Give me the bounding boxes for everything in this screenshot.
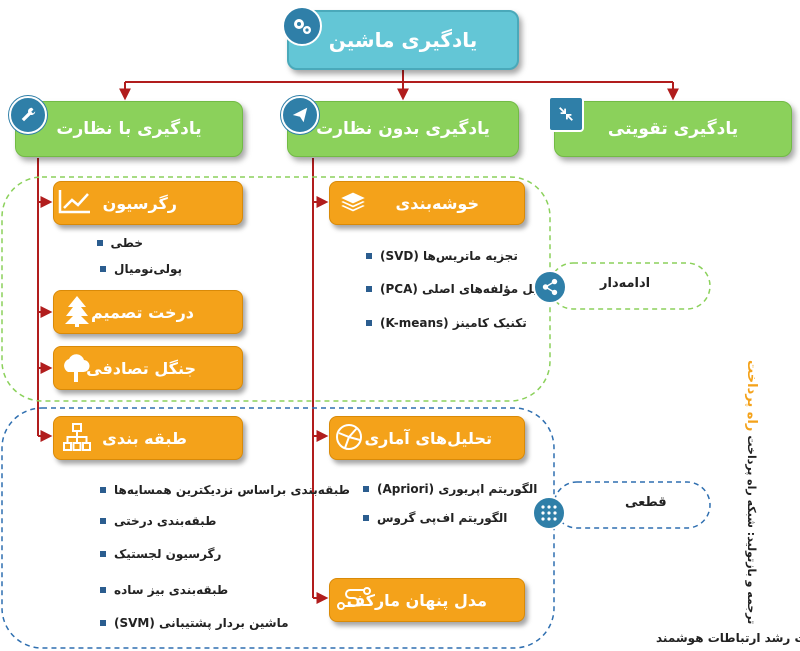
random-forest-label: جنگل تصادفی (86, 358, 196, 378)
trend-chart-icon (58, 188, 92, 218)
credit-company: شرکت رشد ارتباطات هوشمند (656, 631, 800, 645)
list-item: الگوریتم اپریوری (Apriori) (363, 482, 537, 496)
bullet-square (100, 551, 106, 557)
gears-icon (282, 6, 322, 46)
hierarchy-icon (62, 422, 92, 456)
list-item: طبقه‌بندی بیز ساده (100, 583, 228, 597)
bullet-square (100, 587, 106, 593)
list-item: تحلیل مؤلفه‌های اصلی (PCA) (366, 282, 556, 296)
root-node: یادگیری ماشین (287, 10, 519, 70)
flow-path-icon (336, 586, 372, 616)
list-item: تکنیک کامینز (K-means) (366, 316, 527, 330)
shrink-arrows-icon (548, 96, 584, 132)
bullet-square (100, 518, 106, 524)
reinforcement-label: یادگیری تقویتی (607, 119, 739, 139)
regression-label: رگرسیون (102, 193, 177, 213)
supervised-label: یادگیری با نظارت (56, 119, 202, 139)
root-label: یادگیری ماشین (328, 28, 478, 52)
classification-label: طبقه بندی (102, 428, 187, 448)
unsupervised-label: یادگیری بدون نظارت (316, 119, 490, 139)
credit-translation: ترجمه و بازتولید: شبکه راه پرداخت (745, 435, 758, 625)
list-item: ماشین بردار پشتیبانی (SVM) (100, 616, 289, 630)
network-globe-icon (333, 421, 365, 457)
list-item: خطی (96, 236, 143, 250)
statistical-node: تحلیل‌های آماری (329, 416, 525, 460)
bullet-square (366, 320, 372, 326)
list-item: تجزیه ماتریس‌ها (SVD) (366, 249, 518, 263)
bullet-square (363, 486, 369, 492)
dots-grid-icon (532, 496, 566, 530)
round-tree-icon (58, 350, 94, 388)
bullet-square (366, 253, 372, 259)
wrench-icon (9, 96, 47, 134)
bullet-square (100, 266, 107, 272)
decision-tree-label: درخت تصمیم (90, 302, 194, 322)
hmm-label: مدل پنهان مارکف (346, 590, 487, 610)
paper-plane-icon (281, 96, 319, 134)
share-icon (533, 270, 567, 304)
continuous-label: ادامه‌دار (600, 276, 651, 291)
list-item: رگرسیون لجستیک (100, 547, 221, 561)
bullet-square (100, 620, 106, 626)
pine-tree-icon (62, 294, 92, 332)
unsupervised-category: یادگیری بدون نظارت (287, 101, 519, 157)
discrete-label: قطعی (625, 495, 667, 510)
regression-node: رگرسیون (53, 181, 243, 225)
hmm-node: مدل پنهان مارکف (329, 578, 525, 622)
supervised-category: یادگیری با نظارت (15, 101, 243, 157)
layers-icon (338, 186, 368, 220)
bullet-square (366, 286, 372, 292)
continuous-group-outline (1, 176, 551, 402)
list-item: پولی‌نومیال (100, 262, 182, 276)
reinforcement-category: یادگیری تقویتی (554, 101, 792, 157)
list-item: طبقه‌بندی درختی (100, 514, 216, 528)
credit-logo: راه پرداخت (744, 360, 759, 432)
bullet-square (363, 515, 369, 521)
clustering-node: خوشه‌بندی (329, 181, 525, 225)
credit-vertical: ترجمه و بازتولید: شبکه راه پرداخت راه پر… (744, 360, 771, 624)
list-item: طبقه‌بندی براساس نزدیکترین همسایه‌ها (100, 483, 350, 497)
bullet-square (96, 240, 103, 246)
bullet-square (100, 487, 106, 493)
clustering-label: خوشه‌بندی (395, 193, 479, 213)
statistical-label: تحلیل‌های آماری (364, 428, 493, 448)
list-item: الگوریتم اف‌پی گروس (363, 511, 507, 525)
